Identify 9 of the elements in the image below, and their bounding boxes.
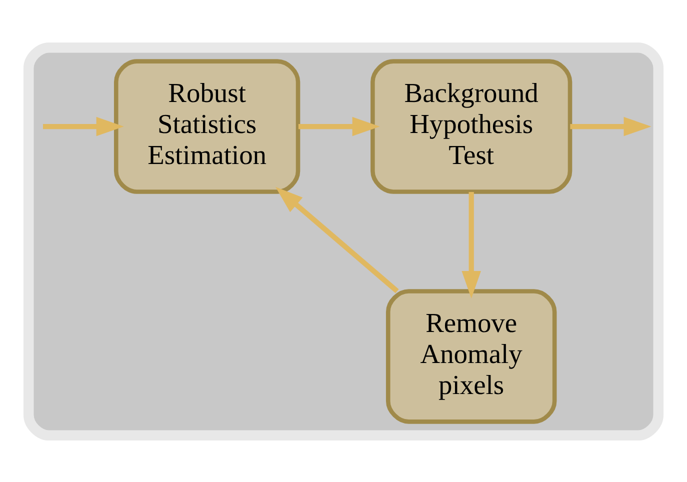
- cluster: [23, 42, 664, 440]
- arrow: [462, 191, 481, 298]
- node-box: Robust Statistics Estimation: [114, 58, 300, 194]
- arrow: [275, 186, 399, 293]
- node-box: Background Hypothesis Test: [370, 58, 572, 194]
- node-box: Remove Anomaly pixels: [386, 288, 557, 424]
- arrow: [570, 116, 652, 136]
- arrow: [43, 116, 124, 136]
- arrow: [298, 116, 380, 136]
